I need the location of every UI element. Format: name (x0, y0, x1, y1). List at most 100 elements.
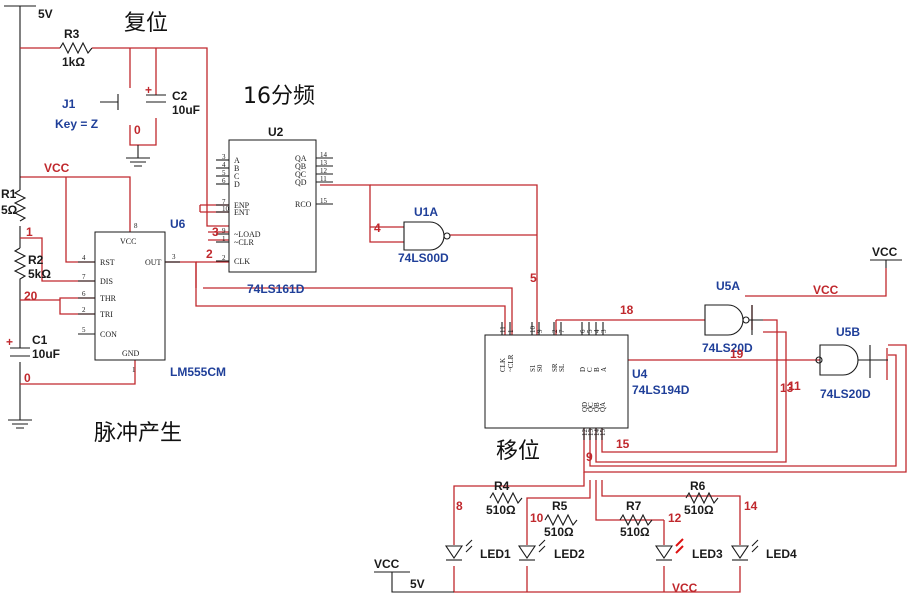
u4-pin-s1: S1 (529, 364, 537, 372)
u4-pin-b: B (593, 367, 601, 372)
u6-pin-thr: THR (100, 294, 117, 303)
r5-symbol (544, 513, 578, 527)
leds (444, 538, 759, 561)
svg-text:+: + (145, 83, 152, 97)
u4-pin-d: D (579, 367, 587, 372)
u4-pin-clk: CLK (499, 358, 507, 372)
u4-pin-number: 5 (586, 329, 594, 333)
j1-ref: J1 (62, 97, 76, 111)
u4-pin-number: 4 (593, 329, 601, 333)
u4-pin-qd: QD (581, 402, 589, 412)
u4-pin-number: 10 (529, 326, 537, 334)
u2-pin-qd: QD (295, 178, 307, 187)
u4-pin-qc: QC (587, 402, 595, 412)
r1-value: 5Ω (1, 203, 18, 217)
led2-symbol (517, 539, 546, 561)
u6-pin-dis: DIS (100, 277, 113, 286)
c1-ref: C1 (32, 333, 48, 347)
net-0-bottom: 0 (24, 371, 31, 385)
r7-symbol (619, 513, 653, 527)
u5a-part: 74LS20D (702, 341, 753, 355)
net-14: 14 (744, 499, 758, 513)
vcc-label-bottom: VCC (374, 557, 400, 571)
u4-pin-number: 7 (558, 329, 566, 333)
u6-pin-gnd: GND (122, 349, 140, 358)
r2-ref: R2 (28, 253, 44, 267)
u2-pin-number: 4 (222, 161, 226, 169)
r2-value: 5kΩ (28, 267, 51, 281)
u2-pin-enp: ENP (234, 201, 250, 210)
r3-value: 1kΩ (62, 55, 85, 69)
led1-symbol (444, 539, 473, 561)
net-4: 4 (374, 221, 381, 235)
c1-value: 10uF (32, 347, 60, 361)
led4-label: LED4 (766, 547, 797, 561)
u6-pin-con: CON (100, 330, 117, 339)
u2-pin-d: D (234, 180, 240, 189)
net-5: 5 (530, 271, 537, 285)
u1a-ref: U1A (414, 205, 438, 219)
u4-pin-sr: SR (551, 363, 559, 372)
divide-title: 16分频 (243, 84, 315, 109)
net-18: 18 (620, 303, 634, 317)
u2-pin-a: A (234, 156, 240, 165)
r1-symbol (13, 189, 27, 222)
r4-ref: R4 (494, 479, 510, 493)
net-12: 12 (668, 511, 682, 525)
bottom-5v-label: 5V (410, 577, 425, 591)
c2-ref: C2 (172, 89, 188, 103)
resistors (13, 41, 719, 527)
r6-symbol (685, 491, 719, 505)
u2-pin-nload: ~LOAD (234, 230, 261, 239)
net-13: 13 (780, 381, 794, 395)
u6-ref: U6 (170, 217, 186, 231)
r1-ref: R1 (1, 187, 17, 201)
u6-pin-number: 2 (82, 306, 86, 314)
u2-pin-nclr: ~CLR (234, 238, 255, 247)
c2-symbol (146, 94, 166, 103)
u4-pin-number: 13 (587, 429, 595, 437)
net-8: 8 (456, 499, 463, 513)
u6-pin-number: 8 (134, 222, 138, 230)
u4-pin-number: 12 (581, 429, 589, 437)
u6-part: LM555CM (170, 365, 226, 379)
u2-pin-number: 1 (222, 235, 226, 243)
vcc-label-gates: VCC (813, 283, 839, 297)
c2-value: 10uF (172, 103, 200, 117)
u1a-nand-gate (403, 221, 451, 251)
net-9: 9 (586, 450, 593, 464)
u2-pin-number: 11 (320, 175, 327, 183)
u6-pin-number: 3 (172, 253, 176, 261)
led3-label: LED3 (692, 547, 723, 561)
r5-value: 510Ω (544, 525, 574, 539)
u2-pin-number: 10 (222, 205, 230, 213)
r3-symbol (59, 41, 93, 55)
net-19: 19 (730, 347, 744, 361)
u2-part: 74LS161D (247, 282, 305, 296)
net-2: 2 (206, 247, 213, 261)
u2-pin-number: 2 (222, 254, 226, 262)
u6-pin-vcc: VCC (120, 237, 136, 246)
u2-pin-number: 3 (222, 153, 226, 161)
net-20: 20 (24, 289, 38, 303)
shift-title: 移位 (496, 439, 540, 464)
u4-pin-number: 3 (600, 329, 608, 333)
u5b-ref: U5B (836, 325, 860, 339)
u4-pin-s0: S0 (536, 364, 544, 372)
u6-pin-out: OUT (145, 258, 162, 267)
wires (4, 5, 907, 593)
u4-pin-a: A (600, 367, 608, 372)
u2-pin-number: 13 (320, 159, 328, 167)
u4-pin-qa: QA (599, 402, 607, 412)
led3-symbol (654, 538, 684, 561)
u2-pin-number: 9 (222, 227, 226, 235)
vcc-label-555: VCC (44, 161, 70, 175)
u2-pin-qb: QB (295, 162, 306, 171)
reset-title: 复位 (124, 11, 168, 36)
r2-symbol (13, 247, 27, 290)
u4-pin-number: 9 (536, 329, 544, 333)
r7-ref: R7 (626, 499, 642, 513)
u4-ref: U4 (632, 367, 648, 381)
